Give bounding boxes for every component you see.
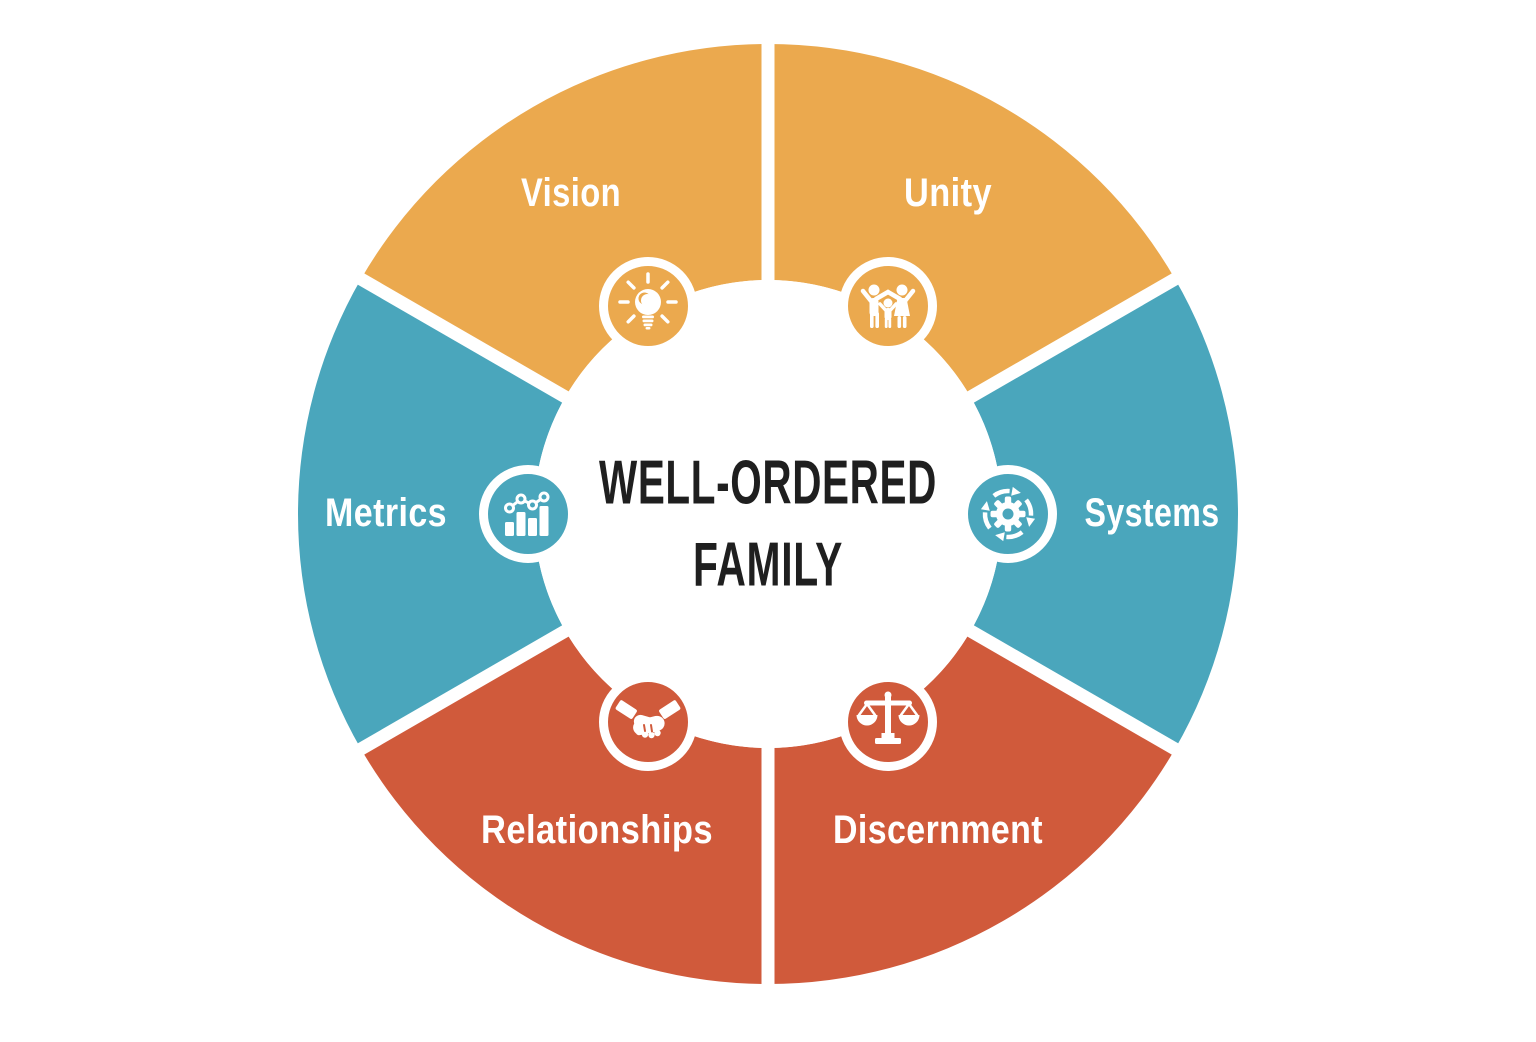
- vision-segment: [360, 44, 768, 397]
- systems-segment: [970, 279, 1238, 749]
- center-circle: [534, 280, 1002, 748]
- relationships-label: Relationships: [481, 808, 713, 852]
- unity-segment: [768, 44, 1176, 397]
- lightbulb-icon: [599, 257, 697, 355]
- vision-label: Vision: [521, 171, 621, 215]
- line-bar-chart-icon: [479, 465, 577, 563]
- family-icon: [839, 257, 937, 355]
- balance-scale-icon: [839, 673, 937, 771]
- metrics-segment: [298, 279, 566, 749]
- relationships-segment: [360, 631, 768, 984]
- metrics-label: Metrics: [325, 491, 447, 535]
- gear-cycle-icon: [959, 465, 1057, 563]
- unity-label: Unity: [904, 171, 992, 215]
- discernment-label: Discernment: [833, 808, 1043, 852]
- handshake-icon: [599, 673, 697, 771]
- discernment-segment: [768, 631, 1176, 984]
- systems-label: Systems: [1085, 491, 1220, 535]
- center-title-line2: FAMILY: [693, 531, 843, 600]
- center-title-line1: WELL-ORDERED: [599, 449, 937, 518]
